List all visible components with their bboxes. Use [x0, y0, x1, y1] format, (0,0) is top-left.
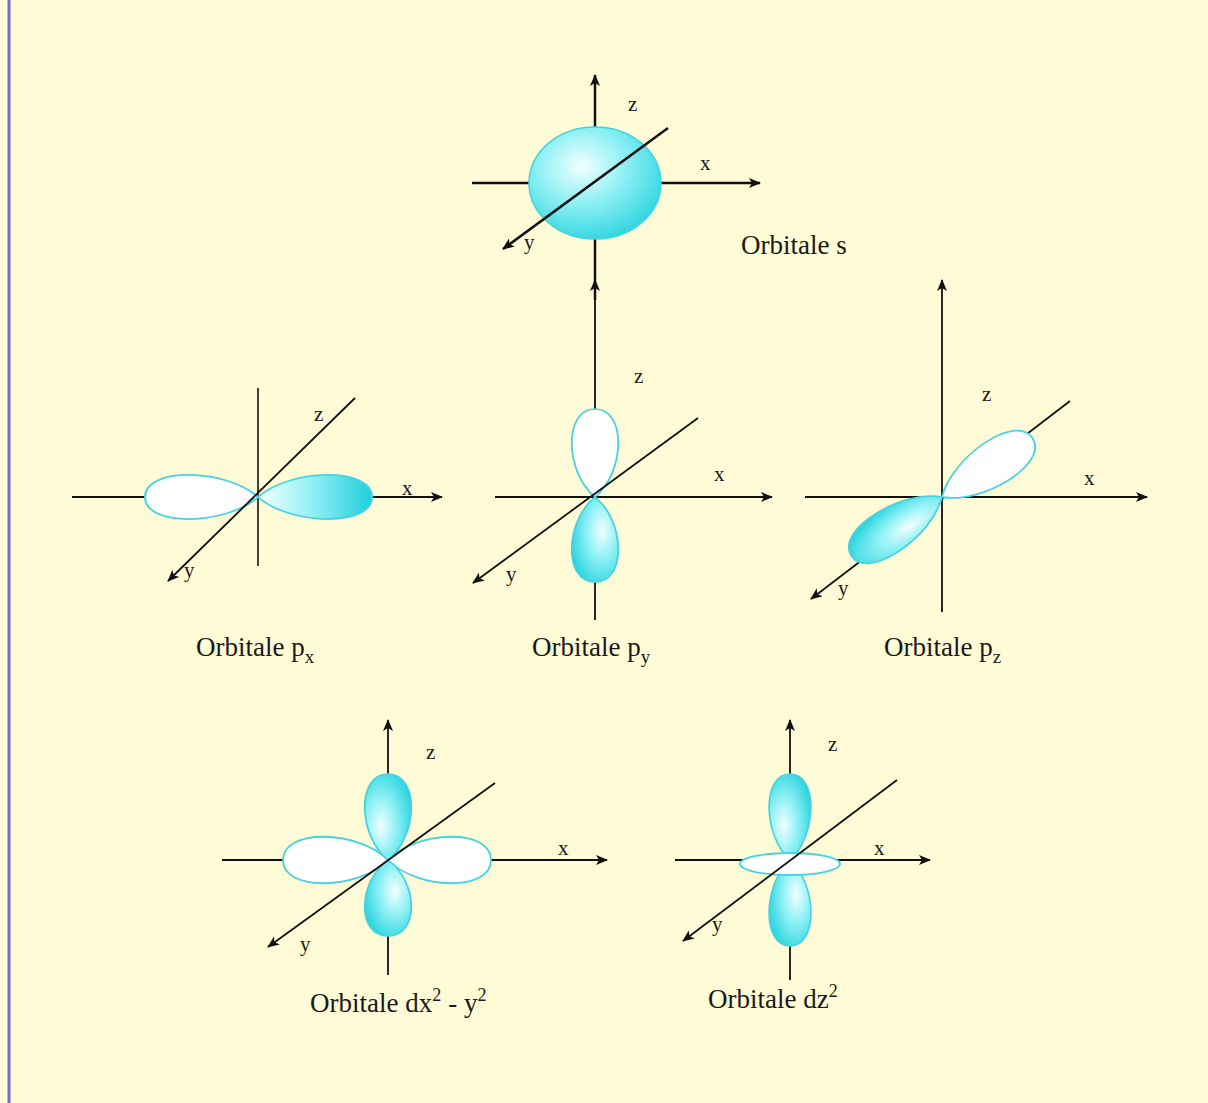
caption-index: 2: [829, 982, 838, 1000]
axis-label: y: [506, 564, 517, 585]
axis-label: y: [524, 232, 535, 253]
orbital-caption: Orbitale py: [532, 634, 650, 661]
caption-text: Orbitale s: [741, 232, 847, 259]
axis-label: z: [314, 404, 323, 425]
py-orbital: [473, 280, 772, 620]
axis-label: z: [628, 94, 637, 115]
caption-index: y: [641, 647, 651, 666]
axis-label: x: [1084, 468, 1095, 489]
caption-text: Orbitale dx: [310, 990, 432, 1017]
s-orbital: [472, 75, 760, 300]
axis-label: y: [184, 560, 195, 581]
px-orbital: [72, 388, 442, 581]
caption-text: Orbitale p: [532, 634, 641, 661]
axis-label: y: [300, 934, 311, 955]
axis-label: x: [700, 153, 711, 174]
axis-label: z: [982, 384, 991, 405]
caption-text: Orbitale dz: [708, 986, 829, 1013]
orbital-caption: Orbitale pz: [884, 634, 1001, 661]
orbital-caption: Orbitale px: [196, 634, 314, 661]
caption-text: - y: [448, 990, 477, 1017]
caption-index: x: [305, 647, 315, 666]
caption-text: Orbitale p: [884, 634, 993, 661]
axis-label: x: [558, 838, 569, 859]
axis-label: x: [402, 478, 413, 499]
axis-label: y: [838, 578, 849, 599]
orbital-caption: Orbitale s: [741, 232, 847, 259]
axis-label: z: [634, 366, 643, 387]
axis-label: z: [828, 734, 837, 755]
caption-text: Orbitale p: [196, 634, 305, 661]
caption-index: z: [993, 647, 1001, 666]
axis-label: x: [874, 838, 885, 859]
caption-index: 2: [477, 986, 486, 1004]
pz-orbital: [805, 280, 1147, 612]
caption-index: 2: [432, 986, 441, 1004]
axis-label: z: [426, 742, 435, 763]
axis-label: x: [714, 464, 725, 485]
axis-label: y: [712, 914, 723, 935]
dz2-orbital: [675, 720, 930, 980]
dx2-y2-orbital: [222, 720, 607, 975]
orbital-caption: Orbitale dz2: [708, 986, 838, 1013]
orbital-caption: Orbitale dx2- y2: [310, 990, 486, 1017]
